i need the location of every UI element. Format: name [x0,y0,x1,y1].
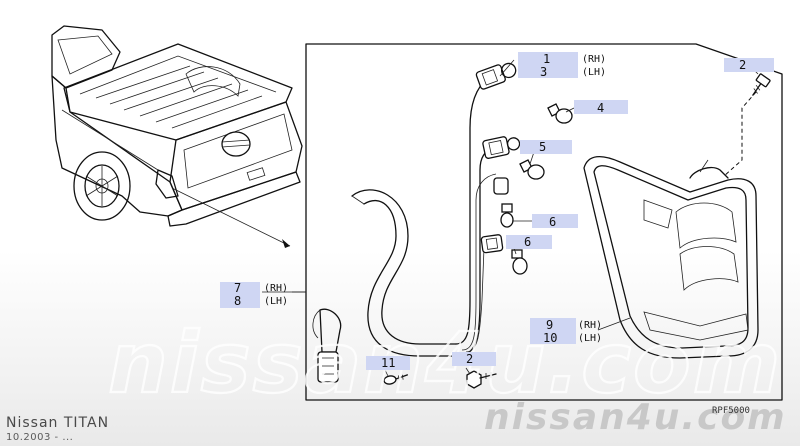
combination-lamp [583,156,759,359]
callout-number: 2 [466,352,473,366]
callout-number: 2 [739,58,746,72]
callout-number: 4 [597,101,604,115]
callout-number: 5 [539,140,546,154]
fasteners [383,73,771,389]
truck-illustration [51,25,303,248]
corner-watermark: nissan4u.com [484,397,787,438]
diagram-code: RPF5000 [712,406,750,416]
callout-side: (LH) [582,67,606,78]
callout-number: 11 [381,356,395,370]
callout-side: (LH) [264,296,288,307]
callout-number: 7 [234,281,241,295]
callout-number: 3 [540,65,547,79]
watermark-text: nissan4u.com [108,314,782,412]
callout-number: 9 [546,318,553,332]
callout-number: 6 [549,215,556,229]
callout-side: (LH) [578,333,602,344]
vehicle-model: Nissan TITAN [6,415,110,431]
harness-assembly [312,62,521,383]
callout-number: 10 [543,331,557,345]
callout-number: 6 [524,235,531,249]
callout-number: 8 [234,294,241,308]
callout-number: 1 [543,52,550,66]
callout-side: (RH) [582,54,606,65]
bulbs [500,103,573,275]
callouts: 1 (RH) 3 (LH) 4 5 6 6 2 7 (RH) 8 (LH) 9 … [220,52,774,370]
production-date: 10.2003 - ... [6,432,74,443]
callout-side: (RH) [578,320,602,331]
callout-side: (RH) [264,283,288,294]
